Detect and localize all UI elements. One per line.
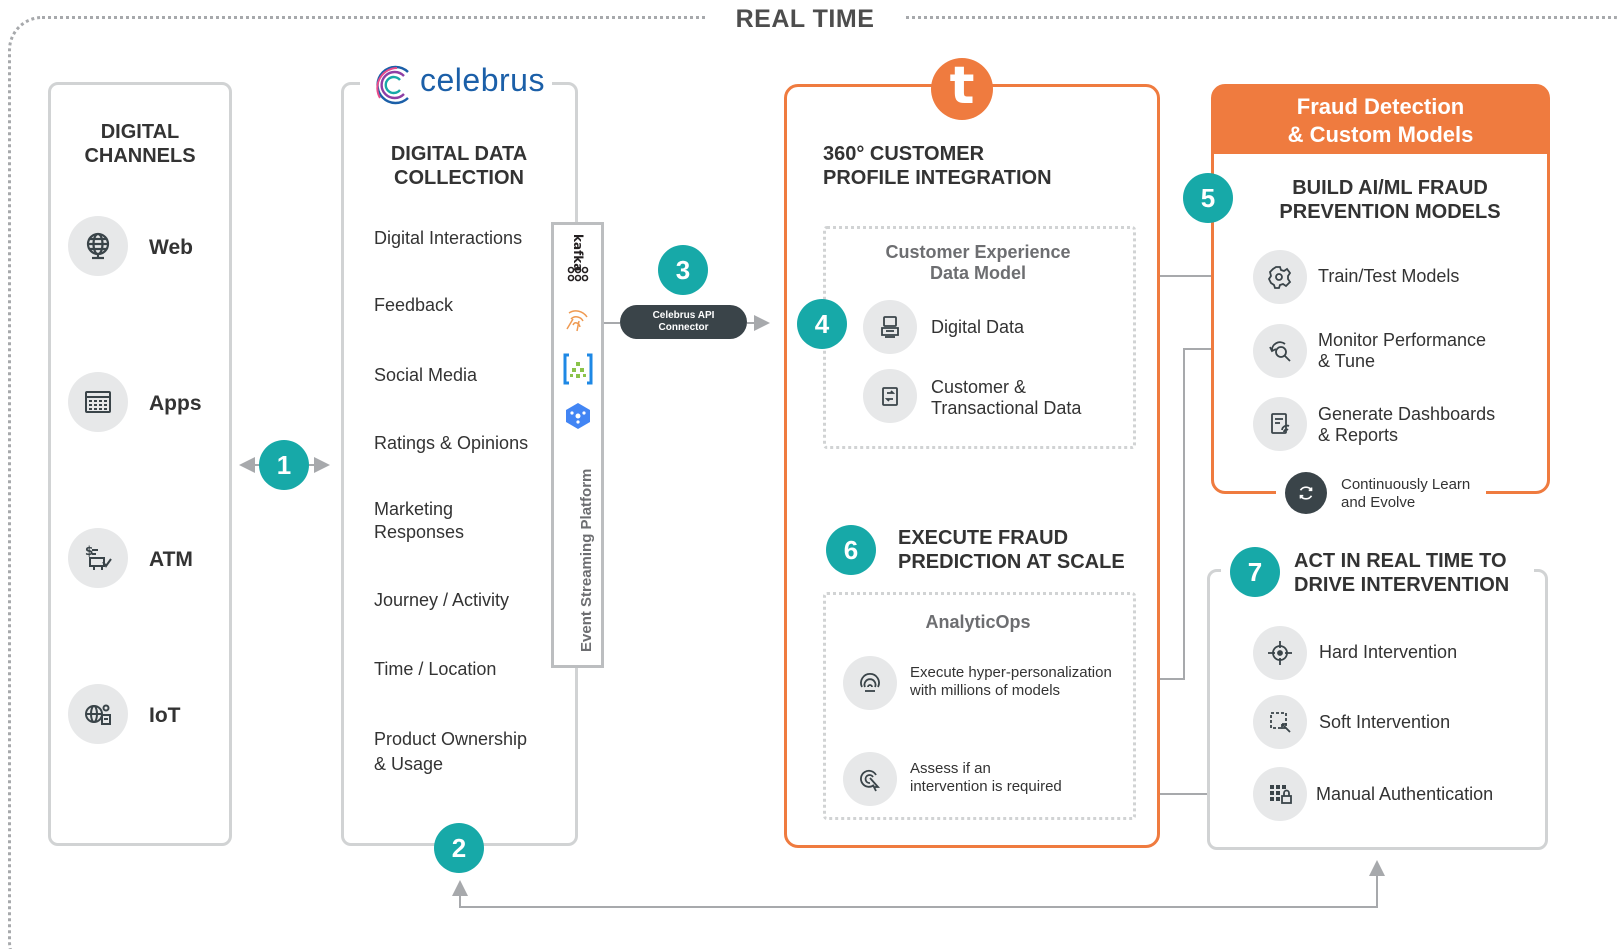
dashboard-icon-circle	[1253, 397, 1307, 451]
kiosk-icon	[881, 316, 899, 338]
step-badge-3: 3	[658, 245, 708, 295]
profile-title: 360° CUSTOMER PROFILE INTEGRATION	[823, 143, 1052, 189]
celebrus-logo-icon	[376, 65, 409, 105]
hyper-personalization-label: Execute hyper-personalization with milli…	[910, 664, 1112, 699]
kafka-icon: kafka	[567, 234, 589, 282]
app-grid-icon	[85, 391, 111, 413]
monitor-search-icon	[1269, 341, 1291, 362]
atm-icon-circle: $	[68, 528, 128, 588]
digital-data-icon-circle	[863, 300, 917, 354]
list-item: Journey / Activity	[374, 590, 510, 610]
dashboards-label: Generate Dashboards & Reports	[1318, 404, 1496, 445]
analyticops-title: AnalyticOps	[925, 612, 1031, 632]
analyticops-box	[823, 592, 1136, 820]
selection-cursor-icon	[1270, 712, 1291, 733]
channel-apps[interactable]: Apps	[149, 392, 202, 415]
assess-intervention-label: Assess if an intervention is required	[910, 760, 1062, 795]
cycle-icon	[1299, 486, 1313, 500]
celebrus-logo-text: celebrus	[420, 62, 545, 98]
celebrus-api-connector: Celebrus API Connector	[620, 305, 747, 339]
step-badge-4: 4	[797, 299, 847, 349]
list-item: Responses	[374, 522, 465, 542]
data-model-title: Customer Experience Data Model	[885, 242, 1071, 283]
pulsar-icon	[566, 310, 588, 332]
monitor-performance-label: Monitor Performance & Tune	[1318, 330, 1487, 371]
target-cursor-icon	[860, 769, 881, 792]
fingerprint-icon	[860, 673, 880, 692]
execute-title: EXECUTE FRAUD PREDICTION AT SCALE	[898, 527, 1125, 573]
teradata-logo: t	[931, 58, 993, 120]
soft-intervention-label: Soft Intervention	[1319, 712, 1451, 732]
channel-iot[interactable]: IoT	[149, 704, 181, 727]
list-item: Marketing	[374, 499, 454, 519]
act-title: ACT IN REAL TIME TO DRIVE INTERVENTION	[1294, 550, 1510, 596]
iot-icon	[85, 704, 111, 725]
customer-data-icon-circle	[863, 369, 917, 423]
soft-intervention-icon-circle	[1253, 695, 1307, 749]
hyper-icon-circle	[843, 656, 897, 710]
continuous-learn-icon-circle	[1285, 472, 1327, 514]
real-time-title: REAL TIME	[735, 5, 875, 33]
profile-panel	[784, 84, 1160, 848]
hard-intervention-icon-circle	[1253, 626, 1307, 680]
train-icon-circle	[1253, 250, 1307, 304]
fraud-title: BUILD AI/ML FRAUD PREVENTION MODELS	[1279, 177, 1501, 223]
step-badge-1: 1	[259, 440, 309, 490]
list-item: Ratings & Opinions	[374, 433, 529, 453]
crosshair-icon	[1268, 641, 1292, 665]
monitor-icon-circle	[1253, 324, 1307, 378]
list-item: & Usage	[374, 754, 444, 774]
hard-intervention-label: Hard Intervention	[1319, 642, 1458, 662]
gear-brain-icon	[1267, 266, 1292, 289]
atm-icon: $	[85, 544, 112, 570]
step-badge-2: 2	[434, 823, 484, 873]
pubsub-icon	[566, 403, 590, 429]
step-badge-6: 6	[826, 525, 876, 575]
list-item: Digital Interactions	[374, 228, 523, 248]
event-streaming-label: Event Streaming Platform	[578, 468, 595, 652]
celebrus-title: DIGITAL DATA COLLECTION	[390, 143, 528, 189]
digital-channels-panel	[48, 82, 232, 846]
keypad-lock-icon	[1270, 785, 1292, 804]
fraud-header: Fraud Detection & Custom Models	[1213, 86, 1548, 154]
list-item: Social Media	[374, 365, 478, 385]
manual-auth-icon-circle	[1253, 767, 1307, 821]
azure-hub-icon	[563, 353, 593, 385]
train-test-label: Train/Test Models	[1318, 266, 1460, 286]
manual-auth-label: Manual Authentication	[1316, 784, 1494, 804]
step-badge-5: 5	[1183, 173, 1233, 223]
list-item: Product Ownership	[374, 729, 528, 749]
event-streaming-box	[551, 222, 604, 668]
step-badge-7: 7	[1230, 547, 1280, 597]
channel-atm[interactable]: ATM	[149, 548, 193, 571]
kafka-text: kafka	[571, 234, 585, 271]
digital-channels-title: DIGITAL CHANNELS	[84, 121, 196, 167]
continuous-learn-label: Continuously Learn and Evolve	[1341, 476, 1471, 511]
iot-icon-circle	[68, 684, 128, 744]
customer-data-label: Customer & Transactional Data	[931, 377, 1082, 418]
globe-icon	[86, 232, 110, 260]
digital-data-label: Digital Data	[931, 317, 1025, 337]
assess-icon-circle	[843, 752, 897, 806]
web-icon-circle	[68, 216, 128, 276]
report-signal-icon	[1271, 413, 1290, 434]
apps-icon-circle	[68, 372, 128, 432]
svg-text:$: $	[85, 544, 93, 558]
refresh-document-icon	[882, 387, 898, 406]
list-item: Time / Location	[374, 659, 497, 679]
list-item: Feedback	[374, 295, 454, 315]
channel-web[interactable]: Web	[149, 236, 193, 259]
